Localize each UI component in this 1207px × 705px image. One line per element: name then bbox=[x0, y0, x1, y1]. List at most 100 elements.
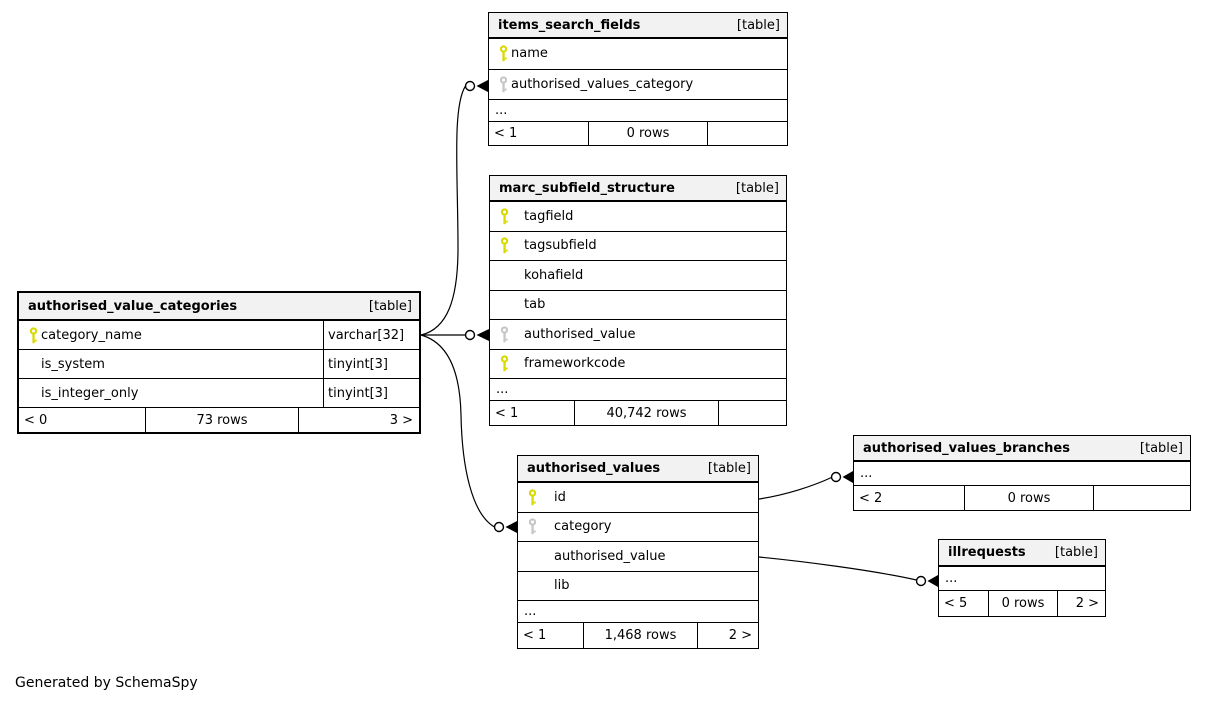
column-name: tab bbox=[524, 297, 546, 313]
footer-children bbox=[719, 401, 786, 425]
table-footer: < 2 0 rows bbox=[854, 486, 1190, 510]
column-row: tab bbox=[490, 291, 786, 320]
table-footer: < 1 40,742 rows bbox=[490, 401, 786, 425]
hidden-columns-ellipsis: ... bbox=[854, 462, 1190, 486]
footer-row-count: 0 rows bbox=[588, 122, 708, 145]
table-authorised_value_categories[interactable]: authorised_value_categories [table] cate… bbox=[17, 291, 421, 434]
footer-parents: < 5 bbox=[944, 596, 968, 611]
table-badge: [table] bbox=[736, 17, 780, 33]
table-illrequests[interactable]: illrequests [table] ... < 5 0 rows 2 > bbox=[938, 539, 1106, 617]
relationship-categories-to-items-search-fields bbox=[420, 80, 488, 336]
column-name: category bbox=[554, 519, 612, 535]
primary-key-icon bbox=[19, 326, 41, 344]
table-badge: [table] bbox=[1054, 545, 1098, 560]
column-name: authorised_value bbox=[554, 548, 666, 564]
table-items_search_fields[interactable]: items_search_fields [table] name authori… bbox=[488, 12, 788, 146]
footer-children: 2 > bbox=[1075, 596, 1099, 611]
column-type: varchar[32] bbox=[323, 321, 419, 349]
column-row: kohafield bbox=[490, 261, 786, 291]
foreign-key-icon bbox=[490, 326, 524, 343]
column-name: is_integer_only bbox=[41, 385, 139, 401]
table-authorised_values[interactable]: authorised_values [table] id category au… bbox=[517, 455, 759, 649]
column-name: authorised_values_category bbox=[511, 76, 694, 92]
footer-parents: < 1 bbox=[494, 126, 518, 141]
zero-or-one-dot bbox=[464, 80, 476, 92]
footer-row-count: 1,468 rows bbox=[583, 623, 698, 648]
primary-key-icon bbox=[490, 355, 524, 372]
footer-parents: < 2 bbox=[859, 490, 883, 506]
table-title: authorised_values_branches bbox=[863, 440, 1070, 456]
primary-key-icon bbox=[518, 489, 554, 506]
arrowhead-icon bbox=[842, 471, 853, 483]
column-name: id bbox=[554, 489, 566, 505]
primary-key-icon bbox=[489, 45, 511, 62]
column-name: is_system bbox=[41, 356, 105, 372]
primary-key-icon bbox=[490, 208, 524, 225]
column-type: tinyint[3] bbox=[323, 350, 419, 378]
arrowhead-icon bbox=[476, 329, 489, 341]
table-title: illrequests bbox=[948, 545, 1026, 560]
table-header: authorised_values [table] bbox=[518, 456, 758, 483]
column-row: lib bbox=[518, 572, 758, 601]
zero-or-one-dot bbox=[915, 575, 927, 587]
table-header: marc_subfield_structure [table] bbox=[490, 176, 786, 202]
table-header: items_search_fields [table] bbox=[489, 13, 787, 39]
table-footer: < 0 73 rows 3 > bbox=[19, 408, 419, 432]
zero-or-one-dot bbox=[464, 329, 476, 341]
table-header: illrequests [table] bbox=[939, 540, 1105, 567]
column-row: is_integer_only tinyint[3] bbox=[19, 379, 419, 408]
table-title: items_search_fields bbox=[498, 17, 641, 33]
table-footer: < 1 1,468 rows 2 > bbox=[518, 623, 758, 648]
primary-key-icon bbox=[490, 237, 524, 254]
column-row: id bbox=[518, 483, 758, 513]
relationship-authorised-values-to-illrequests bbox=[758, 556, 938, 587]
table-badge: [table] bbox=[735, 180, 779, 196]
zero-or-one-dot bbox=[493, 521, 505, 533]
column-row: is_system tinyint[3] bbox=[19, 350, 419, 379]
relationship-authorised-values-to-branches bbox=[758, 471, 853, 500]
column-name: frameworkcode bbox=[524, 356, 626, 372]
table-badge: [table] bbox=[1139, 440, 1183, 456]
table-header: authorised_value_categories [table] bbox=[19, 293, 419, 321]
hidden-columns-ellipsis: ... bbox=[489, 100, 787, 122]
footer-children: 2 > bbox=[728, 628, 752, 643]
column-row: category bbox=[518, 513, 758, 542]
footer-children: 3 > bbox=[389, 412, 413, 428]
column-row: frameworkcode bbox=[490, 350, 786, 379]
column-type: tinyint[3] bbox=[323, 379, 419, 407]
footer-parents: < 0 bbox=[24, 412, 48, 428]
column-row: category_name varchar[32] bbox=[19, 321, 419, 350]
column-name: tagsubfield bbox=[524, 238, 597, 254]
footer-row-count: 73 rows bbox=[145, 408, 299, 432]
column-row: tagsubfield bbox=[490, 232, 786, 261]
footer-parents: < 1 bbox=[523, 628, 547, 643]
table-title: authorised_values bbox=[527, 461, 661, 476]
column-name: lib bbox=[554, 578, 570, 594]
table-footer: < 5 0 rows 2 > bbox=[939, 591, 1105, 616]
arrowhead-icon bbox=[505, 521, 517, 533]
hidden-columns-ellipsis: ... bbox=[518, 601, 758, 623]
generated-by-note: Generated by SchemaSpy bbox=[15, 675, 198, 691]
column-row: authorised_value bbox=[518, 542, 758, 572]
arrowhead-icon bbox=[476, 80, 488, 92]
foreign-key-icon bbox=[518, 518, 554, 535]
column-row: name bbox=[489, 39, 787, 70]
relationship-categories-to-marc-subfield-structure bbox=[421, 329, 489, 341]
table-header: authorised_values_branches [table] bbox=[854, 436, 1190, 462]
column-row: authorised_values_category bbox=[489, 70, 787, 100]
footer-children bbox=[708, 122, 787, 145]
footer-row-count: 40,742 rows bbox=[574, 401, 719, 425]
table-marc_subfield_structure[interactable]: marc_subfield_structure [table] tagfield… bbox=[489, 175, 787, 426]
column-name: kohafield bbox=[524, 267, 584, 283]
arrowhead-icon bbox=[927, 575, 938, 587]
footer-children bbox=[1094, 486, 1190, 510]
column-name: name bbox=[511, 46, 548, 62]
footer-row-count: 0 rows bbox=[988, 591, 1058, 616]
column-name: tagfield bbox=[524, 208, 574, 224]
table-authorised_values_branches[interactable]: authorised_values_branches [table] ... <… bbox=[853, 435, 1191, 511]
column-row: tagfield bbox=[490, 202, 786, 232]
column-name: category_name bbox=[41, 327, 142, 343]
table-title: authorised_value_categories bbox=[28, 298, 238, 314]
foreign-key-icon bbox=[489, 76, 511, 93]
